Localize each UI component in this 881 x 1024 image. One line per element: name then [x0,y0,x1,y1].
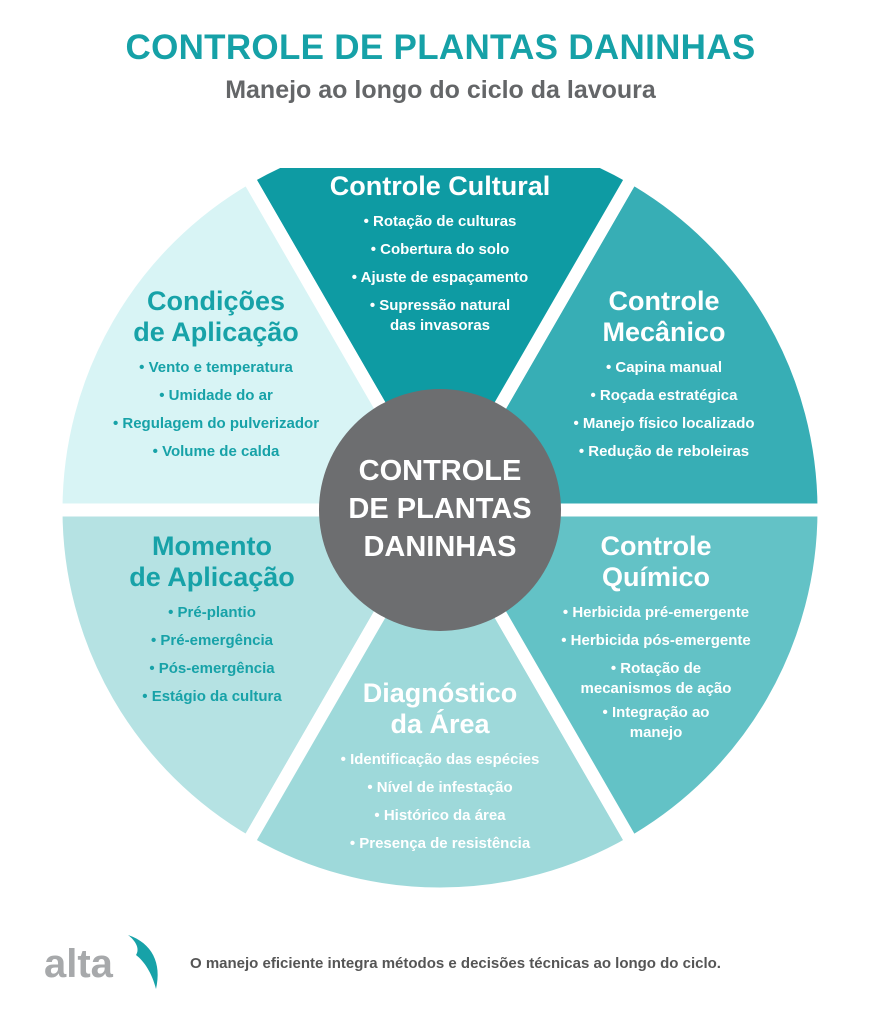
segment-item: Supressão natural das invasoras [365,296,515,336]
segment-title: Controle Cultural [329,171,551,201]
segment-item: Pré-plantio [82,599,342,627]
segment-item: Rotação de mecanismos de ação [566,659,746,699]
segment-item: Redução de reboleiras [534,438,794,466]
segment-item: Pós-emergência [82,655,342,683]
center-line: DE PLANTAS [348,493,532,525]
segment-item: Herbicida pré-emergente [526,599,786,627]
segment-item: Nível de infestação [300,774,580,802]
center-circle [319,389,561,631]
center-line: DANINHAS [363,531,517,563]
segment-item: Vento e temperatura [76,354,356,382]
segment-controle-cultural: Controle Cultural Rotação de culturas Co… [280,171,600,340]
segment-item: Pré-emergência [82,627,342,655]
alta-logo: alta [44,935,158,989]
segment-title-line: Condições [146,286,286,316]
segment-title-line: Controle [608,286,720,316]
center-line: CONTROLE [358,455,522,487]
segment-item: Presença de resistência [300,830,580,858]
segment-item: Histórico da área [300,802,580,830]
segment-item: Cobertura do solo [280,236,600,264]
segment-title-line: Diagnóstico [362,678,518,708]
segment-item: Volume de calda [76,438,356,466]
segment-title-line: Momento [152,531,272,561]
logo-text: alta [44,942,114,986]
segment-item: Manejo físico localizado [534,410,794,438]
segment-item: Herbicida pós-emergente [526,627,786,655]
page-title: CONTROLE DE PLANTAS DANINHAS [125,28,756,67]
segment-title-line: de Aplicação [129,562,295,592]
segment-item: Umidade do ar [76,382,356,410]
segment-item: Integração ao manejo [591,703,721,743]
segment-item: Identificação das espécies [300,746,580,774]
segment-item: Estágio da cultura [82,683,342,711]
segment-title-line: Mecânico [602,317,726,347]
segment-title-line: da Área [390,709,490,739]
logo-sail-icon [128,935,158,989]
segment-item: Roçada estratégica [534,382,794,410]
segment-title-line: Controle [600,531,712,561]
segment-title-line: Químico [601,562,710,592]
center-label: CONTROLE DE PLANTAS DANINHAS [320,452,560,566]
segment-title-line: de Aplicação [133,317,299,347]
page-subtitle: Manejo ao longo do ciclo da lavoura [225,76,656,104]
segment-item: Capina manual [534,354,794,382]
segment-item: Ajuste de espaçamento [280,264,600,292]
footer-tagline: O manejo eficiente integra métodos e dec… [190,955,721,972]
segment-item: Rotação de culturas [280,208,600,236]
segment-item: Regulagem do pulverizador [76,410,356,438]
